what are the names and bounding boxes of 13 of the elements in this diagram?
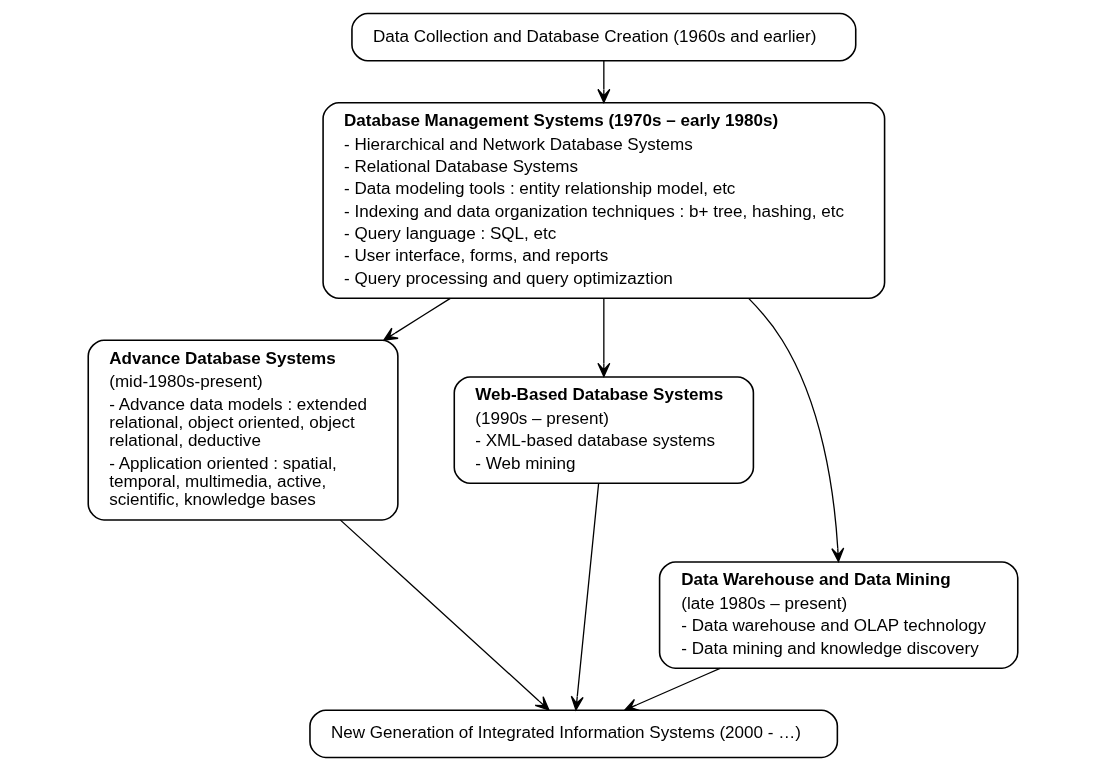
arrow	[382, 297, 451, 341]
arrow	[747, 297, 844, 563]
node-box: Advance Database Systems (mid-1980s-present) - Advance data models : extended relational, object oriented, object relational, deductive - Application oriented : spatial, temporal, multimedia, active, scientific, knowledge bases	[86, 339, 399, 521]
arrow	[596, 60, 610, 104]
node-box: Database Management Systems (1970s – early 1980s) - Hierarchical and Network Database Systems - Relational Database Systems - Data modeling tools : entity relationship model, etc - Indexing and data organization techniques : b+ tree, hashing, etc - Query language : SQL, etc - User interface, forms, and reports - Query processing and query optimizaztion	[321, 102, 885, 300]
node-box: Data Collection and Database Creation (1960s and earlier)	[350, 12, 856, 62]
node-box: Web-Based Database Systems (1990s – present) - XML-based database systems - Web mining	[453, 376, 754, 485]
arrow	[623, 667, 721, 711]
arrow	[339, 519, 550, 711]
arrow	[570, 482, 599, 711]
node-box: Data Warehouse and Data Mining (late 1980s – present) - Data warehouse and OLAP technology - Data mining and knowledge discovery	[658, 561, 1019, 669]
arrow	[596, 297, 610, 378]
node-box: New Generation of Integrated Information Systems (2000 - …)	[308, 709, 838, 759]
